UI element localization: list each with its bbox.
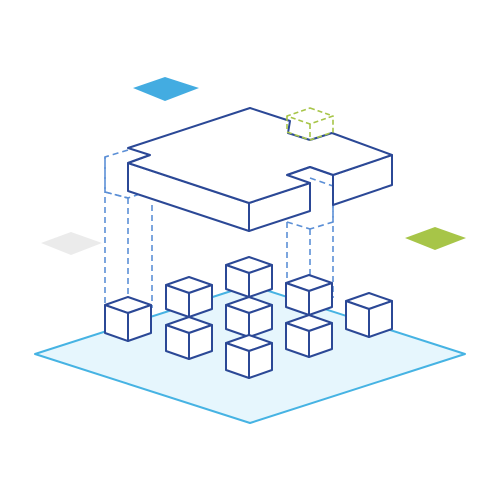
cube-icon bbox=[345, 292, 393, 338]
cube-icon bbox=[165, 276, 213, 318]
cube-icon bbox=[285, 274, 333, 316]
cube-icon bbox=[285, 314, 333, 358]
grey-diamond-icon bbox=[41, 232, 102, 255]
cube-icon bbox=[165, 316, 213, 360]
cube-icon bbox=[104, 296, 152, 342]
dashed-cube-icon bbox=[286, 107, 334, 141]
cube-icon bbox=[225, 296, 273, 338]
green-diamond-icon bbox=[405, 227, 466, 250]
cube-icon bbox=[225, 256, 273, 298]
puzzle-platform-icon bbox=[127, 107, 393, 232]
blue-diamond-icon bbox=[133, 77, 199, 101]
cube-icon bbox=[225, 334, 273, 379]
